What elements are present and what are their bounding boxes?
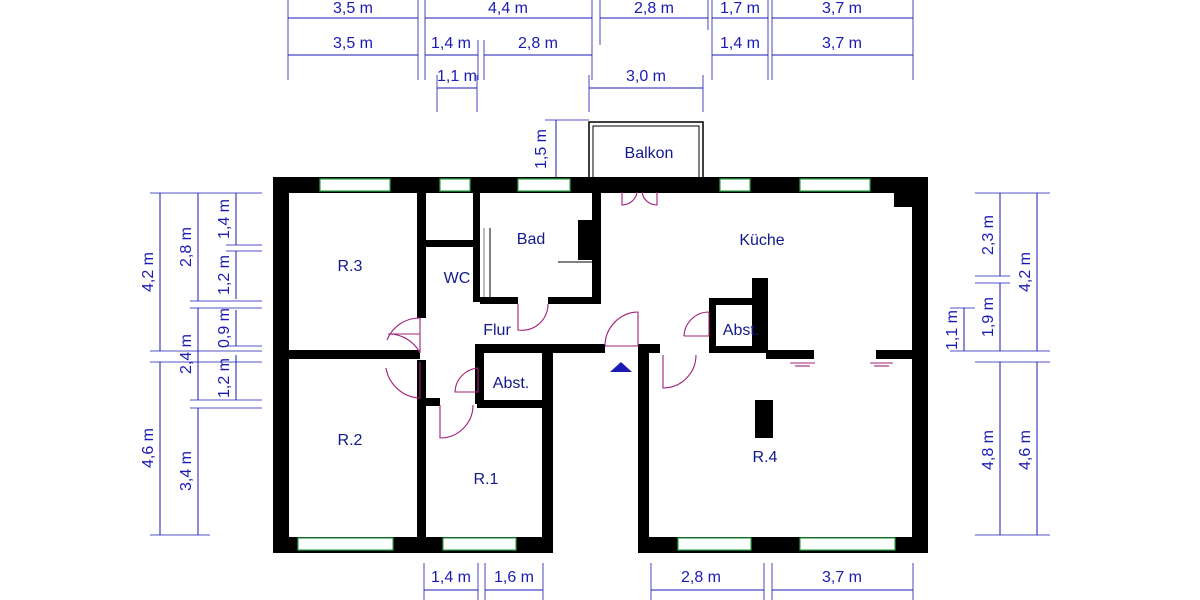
top-dim-kueche-right: 3,7 m: [822, 0, 862, 17]
left-dim-inner-1: 1,4 m: [216, 199, 233, 239]
room-label-kueche: Küche: [739, 232, 784, 249]
balkon-depth-dim: 1,5 m: [533, 129, 550, 169]
top-dim2-wc: 1,4 m: [431, 35, 471, 52]
right-dimension-lines: [950, 192, 1050, 536]
right-dim-small: 1,1 m: [944, 310, 961, 350]
balcony: [588, 121, 704, 179]
top-dim2-bad: 2,8 m: [518, 35, 558, 52]
top-dimension-lines: [287, 0, 914, 179]
top-dim-middle: 4,4 m: [488, 0, 528, 17]
wc-width-dim: 1,1 m: [437, 68, 477, 85]
room-label-abst-left: Abst.: [493, 375, 529, 392]
room-label-r3: R.3: [338, 258, 363, 275]
room-label-flur: Flur: [483, 322, 511, 339]
top-dim-kueche-mid: 1,7 m: [720, 0, 760, 17]
left-dim-outer-top: 4,2 m: [140, 252, 157, 292]
left-dim-mid-center: 2,4 m: [178, 334, 195, 374]
left-dim-inner-2: 1,2 m: [216, 255, 233, 295]
right-dim-inner-2: 1,9 m: [980, 297, 997, 337]
balkon-width-dim: 3,0 m: [626, 68, 666, 85]
room-label-balkon: Balkon: [625, 145, 674, 162]
room-label-abst-right: Abst.: [723, 322, 759, 339]
right-dim-inner-3: 4,8 m: [980, 430, 997, 470]
right-dim-outer-top: 4,2 m: [1017, 252, 1034, 292]
windows: [297, 178, 896, 551]
bottom-dim-2: 1,6 m: [494, 569, 534, 586]
left-dim-inner-3: 0,9 m: [216, 308, 233, 348]
left-dim-outer-bottom: 4,6 m: [140, 428, 157, 468]
left-dim-mid-bottom: 3,4 m: [178, 451, 195, 491]
room-label-r1: R.1: [474, 471, 499, 488]
left-dim-mid-top: 2,8 m: [178, 227, 195, 267]
room-label-wc: WC: [444, 270, 471, 287]
room-label-r2: R.2: [338, 432, 363, 449]
left-dimension-lines: [150, 192, 262, 536]
top-dim-kueche-left: 2,8 m: [634, 0, 674, 17]
bottom-dim-3: 2,8 m: [681, 569, 721, 586]
top-dim-r3: 3,5 m: [333, 0, 373, 17]
walls: [273, 177, 928, 553]
room-label-r4: R.4: [753, 449, 778, 466]
doors: [385, 191, 893, 439]
entrance-marker-icon: [610, 362, 632, 372]
top-dim2-window: 1,4 m: [720, 35, 760, 52]
top-dim2-r3: 3,5 m: [333, 35, 373, 52]
right-dim-outer-bottom: 4,6 m: [1017, 430, 1034, 470]
bottom-dim-4: 3,7 m: [822, 569, 862, 586]
bottom-dim-1: 1,4 m: [431, 569, 471, 586]
left-dim-inner-4: 1,2 m: [216, 358, 233, 398]
right-dim-inner-1: 2,3 m: [980, 215, 997, 255]
top-dim2-right: 3,7 m: [822, 35, 862, 52]
bottom-dimension-lines: [423, 563, 914, 600]
room-label-bad: Bad: [517, 231, 545, 248]
